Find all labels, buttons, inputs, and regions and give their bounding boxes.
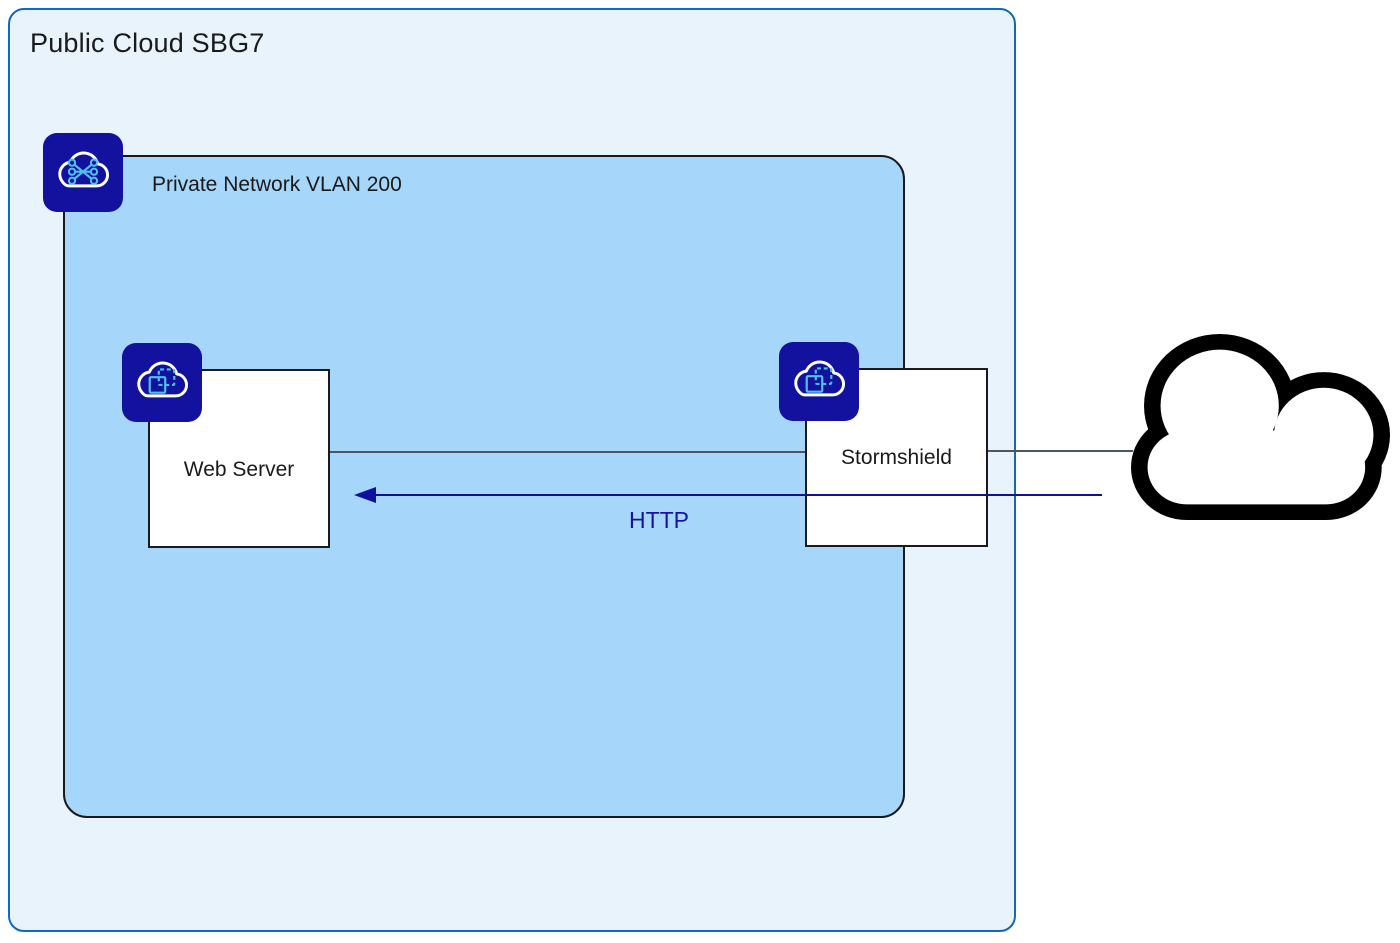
cloud-instance-icon [137, 360, 189, 397]
web-server-badge [122, 343, 202, 422]
stormshield-badge [779, 342, 859, 421]
public-cloud-zone-label: Public Cloud SBG7 [30, 28, 265, 58]
cloud-instance-icon [794, 359, 846, 396]
connector-webserver-stormshield [330, 451, 805, 453]
private-network-zone-label: Private Network VLAN 200 [152, 173, 402, 196]
internet-cloud-icon [1131, 334, 1390, 520]
vlan-network-cloud-icon [58, 150, 110, 187]
connector-stormshield-internet [988, 450, 1133, 452]
web-server-label: Web Server [183, 457, 295, 481]
http-flow-label: HTTP [628, 507, 690, 533]
http-flow-line [372, 494, 1102, 496]
private-network-badge [43, 133, 123, 212]
stormshield-label: Stormshield [841, 445, 952, 469]
http-flow-arrowhead-icon [354, 487, 376, 503]
